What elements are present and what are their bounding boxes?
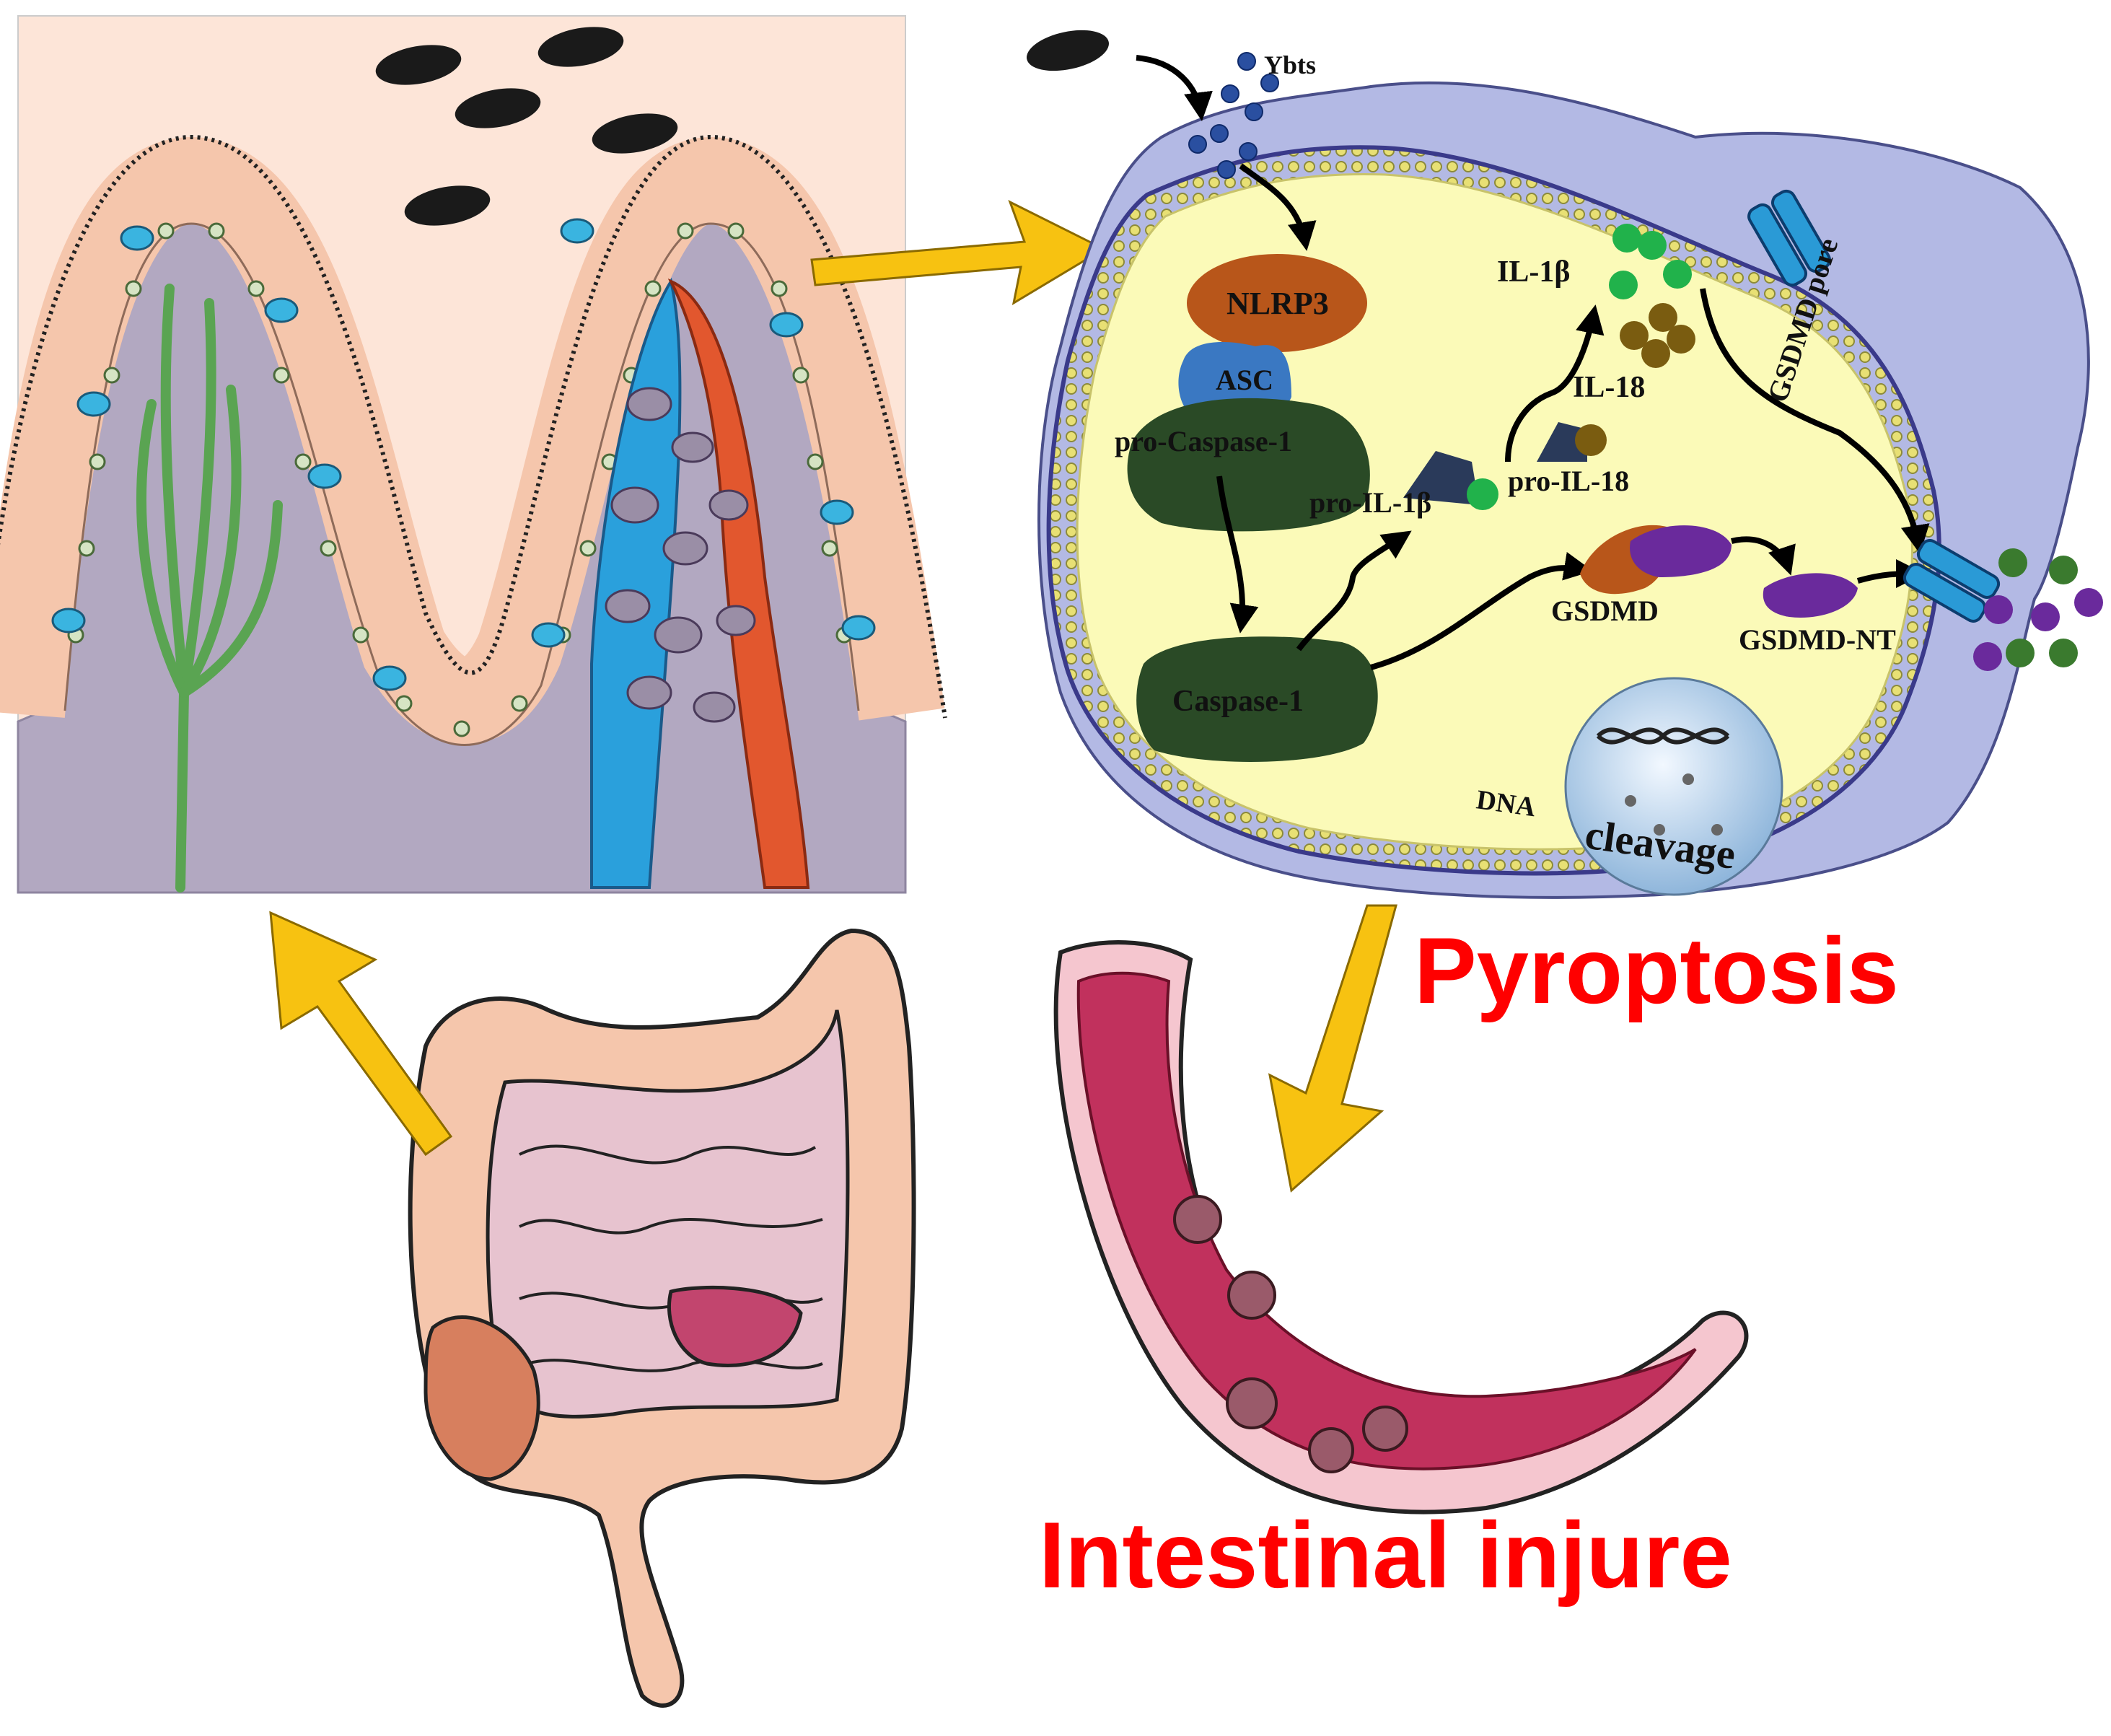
goblet-cells xyxy=(51,218,876,691)
villus-panel xyxy=(0,15,947,894)
epithelium-outline-outer xyxy=(0,134,947,719)
nlrp3-shape xyxy=(1187,254,1367,352)
bacterium xyxy=(592,113,678,154)
arrow-casp-to-gsdmd xyxy=(1369,552,1593,670)
arrow-villus-to-cell xyxy=(810,199,1107,306)
gsdmd-pore-top xyxy=(1747,189,1831,287)
released-particles xyxy=(1973,548,2103,671)
lacteal xyxy=(136,284,283,893)
label-pro-il18: pro-IL-18 xyxy=(1508,465,1629,497)
arrow-colon-to-villus xyxy=(269,911,453,1157)
colon-illustration xyxy=(408,928,916,1708)
arrow-casp-to-proil xyxy=(1296,530,1412,652)
injured-intestine xyxy=(1053,940,1749,1514)
pro-il18-dot xyxy=(1575,424,1607,456)
arrow-il-to-pore xyxy=(1700,288,1930,554)
label-ybts: Ybts xyxy=(1264,51,1316,79)
label-gsdmd: GSDMD xyxy=(1551,595,1659,627)
cecum-appendix xyxy=(423,1315,540,1481)
ulcer-lesions xyxy=(1173,1195,1408,1473)
arrow-ybts-to-nlrp3 xyxy=(1239,163,1317,251)
injured-tube-inner xyxy=(1076,971,1697,1470)
intestinal-injure-label: Intestinal injure xyxy=(1039,1502,1732,1608)
pro-il18-shape xyxy=(1537,422,1587,462)
arrow-bacterium-to-ybts xyxy=(1136,55,1213,121)
bacteria-group xyxy=(375,27,678,226)
label-pro-caspase1: pro-Caspase-1 xyxy=(1115,425,1292,457)
bacterium xyxy=(375,45,462,85)
capillary-vein xyxy=(590,277,682,889)
gsdmd-nt-shape xyxy=(1763,573,1858,618)
gsdmd-purple-shape xyxy=(1630,525,1732,577)
label-pro-il1b: pro-IL-1β xyxy=(1309,486,1431,519)
epithelial-nuclei xyxy=(67,222,853,737)
bacterium xyxy=(455,88,541,128)
capillary-artery xyxy=(667,278,810,889)
nucleus-fragments xyxy=(1625,773,1723,836)
bacterium xyxy=(537,27,624,67)
il1b-particles xyxy=(1609,224,1692,299)
label-il18: IL-18 xyxy=(1573,371,1645,404)
cell-panel: Ybts NLRP3 ASC pro-Caspase-1 Caspase-1 p… xyxy=(1027,30,2103,899)
epithelium-outline-inner xyxy=(63,222,860,746)
dna-helix-icon xyxy=(1596,727,1730,745)
bacterium-entering xyxy=(1027,30,1109,71)
arrow-cell-to-injury xyxy=(1268,904,1397,1193)
arrow-proil-to-mature xyxy=(1505,304,1605,463)
label-nlrp3: NLRP3 xyxy=(1226,286,1329,321)
gsdmd-pore-membrane xyxy=(1902,539,2001,623)
caspase1-shape xyxy=(1136,636,1378,763)
label-il1b: IL-1β xyxy=(1497,255,1570,289)
il18-particles xyxy=(1620,303,1695,368)
label-gsdmd-nt: GSDMD-NT xyxy=(1739,623,1896,656)
label-asc: ASC xyxy=(1216,364,1273,396)
ybts-particles xyxy=(1188,52,1279,179)
arrow-gsdmd-to-nt xyxy=(1731,536,1796,576)
pro-il1b-dot xyxy=(1467,478,1498,510)
arrow-procasp-to-casp xyxy=(1216,475,1259,634)
pyroptosis-label: Pyroptosis xyxy=(1414,918,1899,1023)
label-caspase1: Caspase-1 xyxy=(1172,685,1304,718)
pro-il1b-shape xyxy=(1403,451,1479,505)
inflamed-segment xyxy=(667,1285,803,1367)
capillary-mesh xyxy=(605,387,756,723)
pro-caspase1-shape xyxy=(1127,398,1370,532)
bacterium xyxy=(404,185,491,226)
epithelium-left-villus xyxy=(0,136,945,745)
